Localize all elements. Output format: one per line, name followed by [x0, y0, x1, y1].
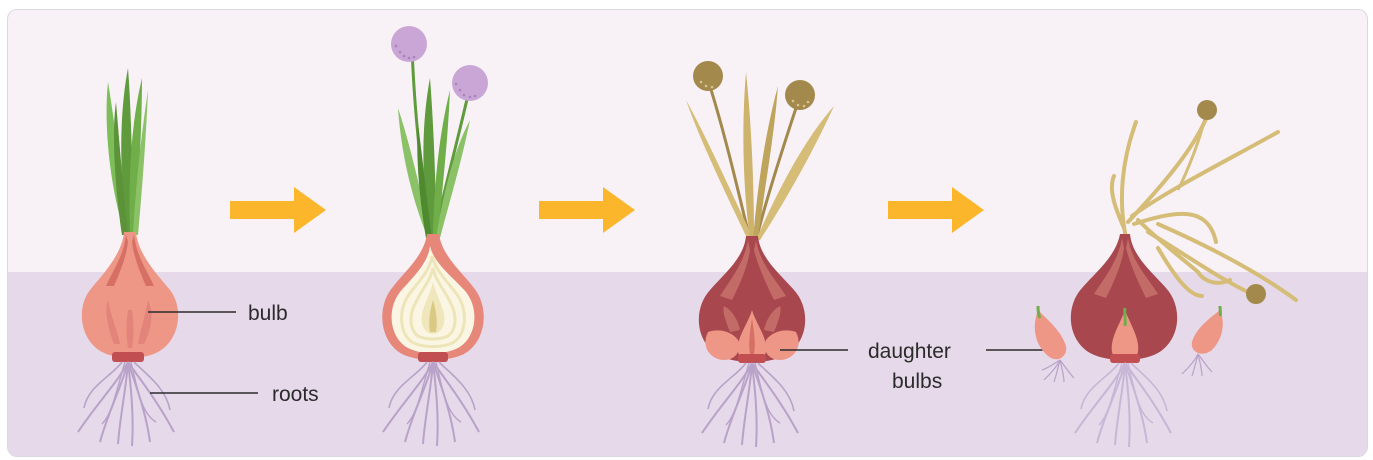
bulb-stage-1 [82, 232, 178, 362]
roots-stage-3 [702, 363, 798, 447]
daughter-bulbs-label-line2: bulbs [892, 370, 942, 393]
roots-stage-1 [78, 362, 174, 446]
roots-stage-4 [1075, 363, 1171, 447]
daughter-bulb-right [1182, 306, 1223, 376]
roots-label: roots [272, 383, 319, 406]
arrow-1 [230, 187, 326, 233]
flower-heads [391, 26, 488, 101]
stage-4-separated-daughter-bulbs [1035, 100, 1296, 447]
seed-heads [693, 61, 815, 110]
daughter-bulbs-label-line1: daughter [868, 340, 951, 363]
dry-stems [708, 80, 800, 240]
stage-2-flowering-onion [382, 26, 488, 446]
stage-1-growing-onion [78, 68, 178, 446]
roots-stage-2 [383, 362, 479, 446]
bulb-cross-section [382, 234, 483, 362]
diagram-frame: bulb roots [7, 9, 1368, 457]
leaves-stage-1 [107, 68, 148, 235]
daughter-bulb-left [1035, 306, 1074, 382]
arrow-3 [888, 187, 984, 233]
arrow-2 [539, 187, 635, 233]
bulb-label: bulb [248, 302, 288, 325]
onion-life-cycle-diagram: bulb roots [8, 10, 1367, 456]
leaves-stage-2 [398, 78, 470, 238]
stage-3-seed-onion [686, 61, 834, 447]
